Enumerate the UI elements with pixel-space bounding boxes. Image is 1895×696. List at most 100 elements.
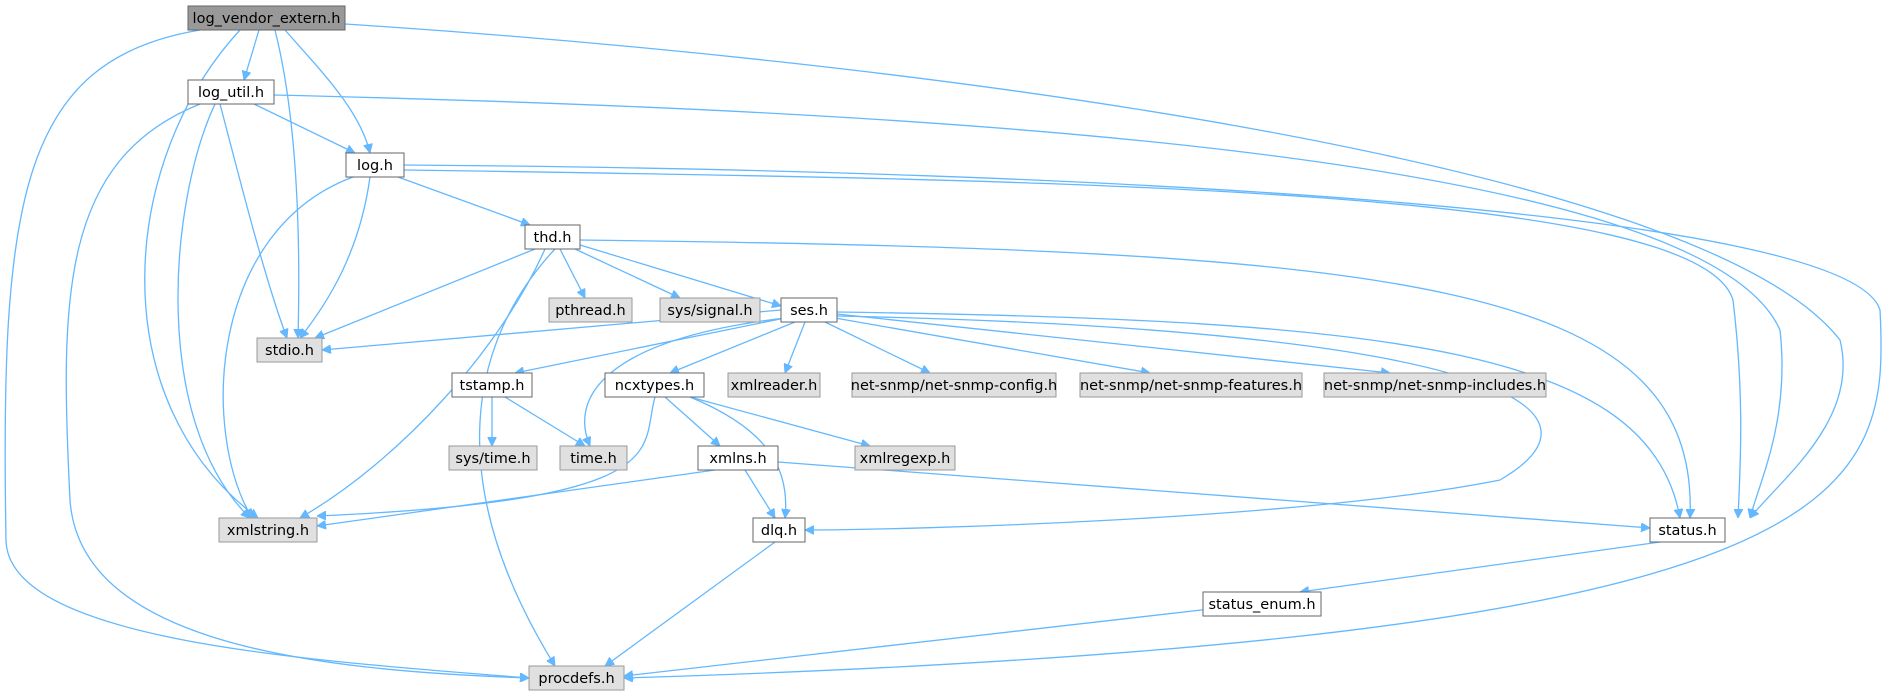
node-box	[559, 445, 628, 471]
edge-ses-to-ns_includes	[836, 313, 1390, 373]
edge-thd-to-sys_signal	[574, 248, 680, 298]
node-status[interactable]: status.h	[1649, 517, 1726, 543]
node-sys_signal: sys/signal.h	[659, 297, 761, 323]
node-label: procdefs.h	[538, 671, 614, 687]
edge-tstamp-to-time	[504, 396, 585, 447]
edge-ses-to-tstamp	[515, 317, 786, 373]
node-label: tstamp.h	[460, 378, 525, 394]
edge-ses-to-ncxtypes	[670, 321, 796, 373]
node-box	[187, 79, 275, 105]
edge-ses-to-xmlreader	[785, 321, 806, 373]
node-status_enum[interactable]: status_enum.h	[1202, 591, 1322, 617]
node-pthread: pthread.h	[548, 297, 633, 323]
node-box	[548, 297, 633, 323]
node-label: time.h	[570, 451, 617, 467]
edge-dlq-to-procdefs	[605, 541, 776, 666]
edge-log-to-thd	[397, 176, 530, 225]
node-box	[524, 224, 581, 250]
node-box	[659, 297, 761, 323]
edge-status_enum-to-procdefs	[624, 608, 1211, 676]
edge-log_vendor_extern-to-status	[344, 23, 1844, 518]
node-label: ses.h	[790, 303, 828, 319]
node-box	[851, 372, 1057, 398]
node-box	[697, 445, 779, 471]
node-thd[interactable]: thd.h	[524, 224, 581, 250]
node-label: thd.h	[534, 230, 572, 246]
node-ns_includes: net-snmp/net-snmp-includes.h	[1323, 372, 1547, 398]
node-label: pthread.h	[555, 303, 626, 319]
edge-log_vendor_extern-to-log	[284, 29, 370, 153]
edge-ses-to-ns_features	[834, 317, 1150, 373]
edge-log-to-xmlstring	[222, 176, 354, 518]
node-box	[451, 372, 533, 398]
nodes: log_vendor_extern.h log_util.h log.h thd.h p…	[187, 5, 1726, 691]
edge-thd-to-ses	[579, 244, 781, 306]
node-label: log.h	[357, 158, 393, 174]
node-box	[1202, 591, 1322, 617]
node-label: xmlreader.h	[731, 378, 818, 394]
node-xmlregexp: xmlregexp.h	[854, 445, 956, 471]
node-ses[interactable]: ses.h	[780, 297, 838, 323]
node-box	[256, 337, 323, 363]
edge-xmlns-to-status	[777, 461, 1650, 528]
node-xmlreader: xmlreader.h	[727, 372, 821, 398]
node-box	[1079, 372, 1303, 398]
edge-status-to-status_enum	[1300, 541, 1661, 592]
edge-ncxtypes-to-xmlns	[664, 396, 720, 446]
node-box	[448, 445, 538, 471]
edges	[4, 23, 1882, 678]
node-time: time.h	[559, 445, 628, 471]
node-label: sys/time.h	[455, 451, 530, 467]
edge-ses-to-dlq	[805, 315, 1542, 530]
node-box	[752, 517, 806, 543]
node-box	[604, 372, 705, 398]
edge-log_util-to-status	[273, 94, 1783, 518]
edge-log_util-to-stdio	[219, 103, 287, 338]
edge-ses-to-status	[836, 311, 1680, 518]
edge-xmlns-to-xmlstring	[317, 469, 716, 526]
node-ncxtypes[interactable]: ncxtypes.h	[604, 372, 705, 398]
node-label: status.h	[1658, 523, 1716, 539]
edge-log-to-procdefs	[403, 164, 1882, 678]
edge-ses-to-ns_config	[824, 321, 930, 374]
node-label: stdio.h	[265, 343, 314, 359]
node-box	[528, 665, 625, 691]
node-label: status_enum.h	[1208, 597, 1315, 613]
node-label: net-snmp/net-snmp-features.h	[1080, 378, 1302, 394]
node-box	[218, 517, 318, 543]
node-procdefs: procdefs.h	[528, 665, 625, 691]
edge-xmlns-to-dlq	[744, 469, 776, 518]
edge-log-to-stdio	[300, 176, 371, 338]
edge-ncxtypes-to-xmlregexp	[689, 396, 870, 446]
node-log_util[interactable]: log_util.h	[187, 79, 275, 105]
node-box	[187, 5, 346, 31]
node-tstamp[interactable]: tstamp.h	[451, 372, 533, 398]
node-log[interactable]: log.h	[345, 152, 405, 178]
node-xmlns[interactable]: xmlns.h	[697, 445, 779, 471]
node-label: log_util.h	[198, 85, 264, 101]
node-label: xmlregexp.h	[860, 451, 951, 467]
node-label: xmlstring.h	[227, 523, 309, 539]
node-box	[780, 297, 838, 323]
node-dlq[interactable]: dlq.h	[752, 517, 806, 543]
node-box	[727, 372, 821, 398]
edge-log_vendor_extern-to-stdio	[274, 29, 299, 338]
node-box	[1649, 517, 1726, 543]
edge-log_util-to-log	[253, 103, 355, 154]
node-label: sys/signal.h	[667, 303, 752, 319]
node-box	[1323, 372, 1547, 398]
node-box	[854, 445, 956, 471]
edge-thd-to-procdefs	[479, 248, 556, 666]
node-box	[345, 152, 405, 178]
edge-log_vendor_extern-to-log_util	[244, 29, 260, 80]
node-log_vendor_extern[interactable]: log_vendor_extern.h	[187, 5, 346, 31]
node-label: xmlns.h	[709, 451, 766, 467]
edge-thd-to-status	[579, 239, 1690, 518]
edge-log_util-to-xmlstring	[177, 103, 250, 518]
edge-thd-to-xmlstring	[300, 248, 546, 519]
node-xmlstring: xmlstring.h	[218, 517, 318, 543]
edge-thd-to-pthread	[559, 248, 586, 298]
node-label: log_vendor_extern.h	[193, 11, 341, 27]
edge-thd-to-stdio	[315, 248, 536, 338]
